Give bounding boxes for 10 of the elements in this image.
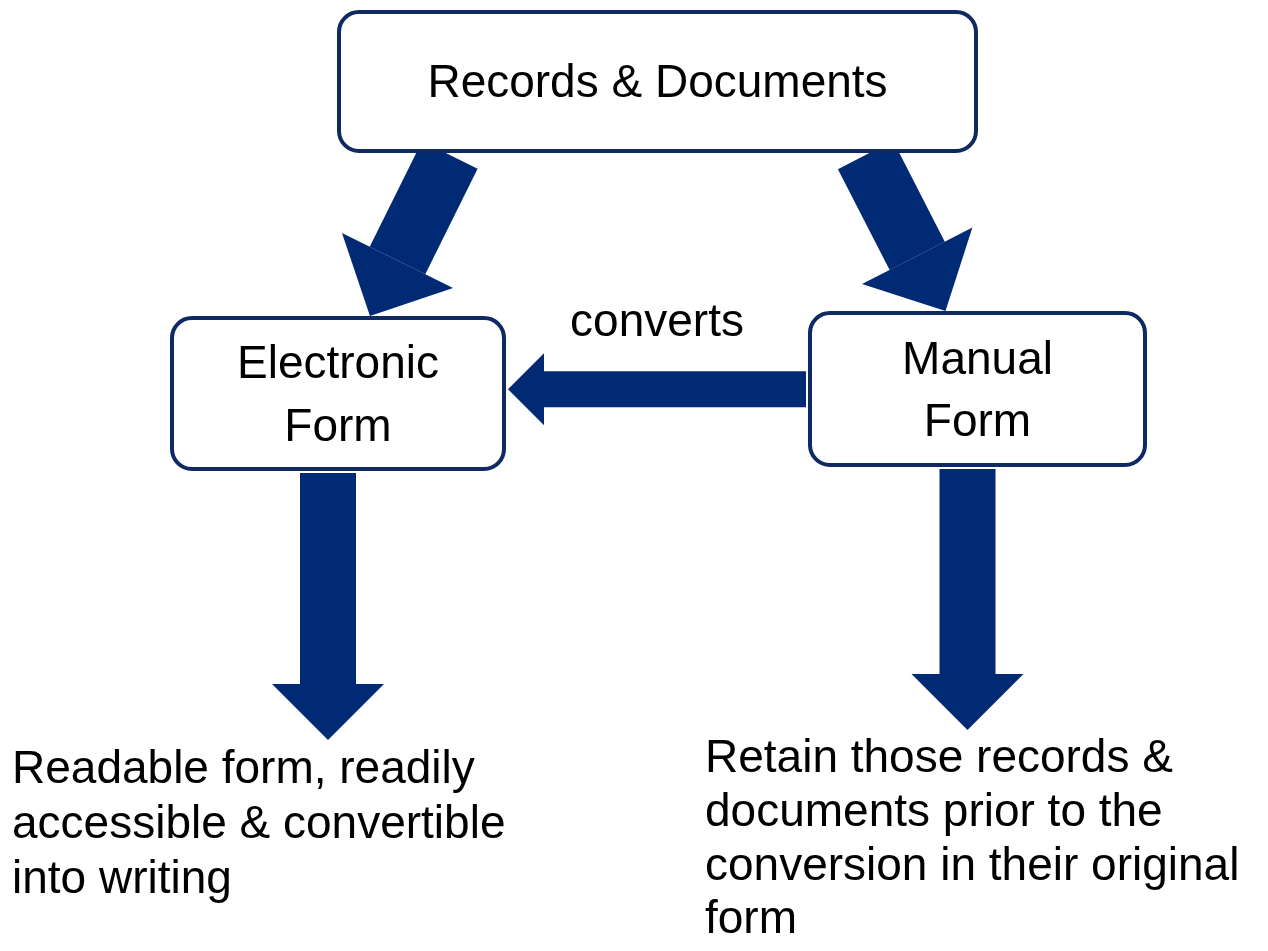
process-box xyxy=(170,316,506,471)
box-label: Records & Documents xyxy=(426,54,889,110)
box-label: Manual Form xyxy=(901,330,1054,448)
block-arrow xyxy=(911,469,1024,730)
block-arrow xyxy=(508,353,806,426)
block-arrow xyxy=(272,473,384,740)
process-box xyxy=(808,311,1147,467)
process-box xyxy=(337,10,978,153)
box-label: Electronic Form xyxy=(236,335,440,453)
outcome-text: Retain those records & documents prior to the conversion in their original form xyxy=(705,730,1265,950)
